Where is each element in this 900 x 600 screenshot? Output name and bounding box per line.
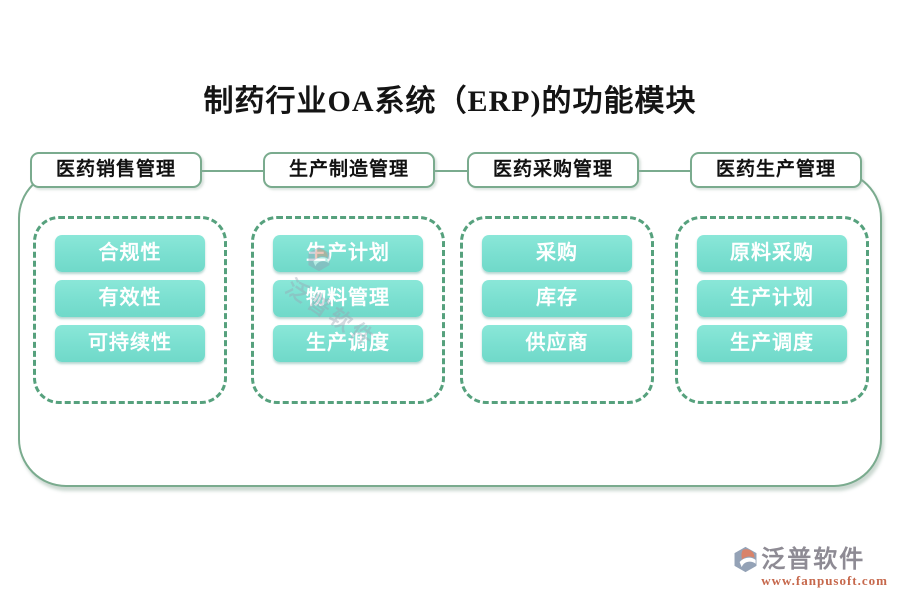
module-chip: 生产计划 [697,280,847,317]
module-chip: 合规性 [55,235,205,272]
module-chip: 生产调度 [273,325,423,362]
brand-name: 泛普软件 [761,546,866,573]
brand-url: www.fanpusoft.com [761,573,888,588]
module-chip: 生产调度 [697,325,847,362]
module-group-procurement: 采购 库存 供应商 [460,216,654,404]
column-header-manufacturing: 生产制造管理 [263,152,435,188]
module-chip: 库存 [482,280,632,317]
page-title: 制药行业OA系统（ERP)的功能模块 [203,85,697,118]
module-chip: 物料管理 [273,280,423,317]
module-chip: 采购 [482,235,632,272]
brand-logo-icon [734,546,757,573]
module-group-sales: 合规性 有效性 可持续性 [33,216,227,404]
module-group-production: 原料采购 生产计划 生产调度 [675,216,869,404]
module-chip: 生产计划 [273,235,423,272]
module-chip: 有效性 [55,280,205,317]
column-header-procurement: 医药采购管理 [467,152,639,188]
column-header-production: 医药生产管理 [690,152,862,188]
module-chip: 可持续性 [55,325,205,362]
column-header-sales: 医药销售管理 [30,152,202,188]
module-chip: 供应商 [482,325,632,362]
brand-block: 泛普软件 www.fanpusoft.com [732,546,888,589]
module-chip: 原料采购 [697,235,847,272]
module-group-manufacturing: 生产计划 物料管理 生产调度 [251,216,445,404]
